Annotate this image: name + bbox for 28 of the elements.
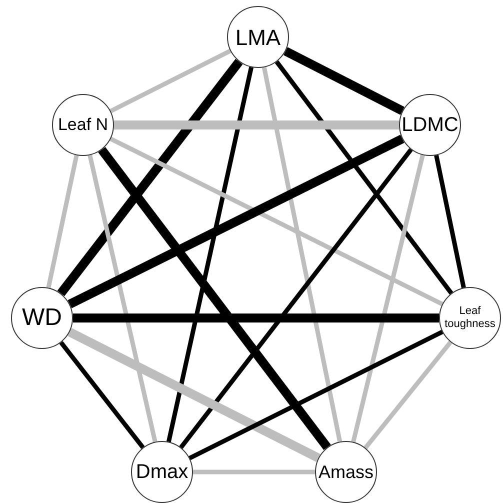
thick-connector-line: [284, 47, 404, 115]
thick-connector-line: [114, 120, 399, 130]
connector-line: [179, 148, 413, 449]
node-label: Dmax: [136, 460, 188, 485]
node-label: Leaf N: [58, 114, 108, 136]
connector-line: [351, 154, 425, 442]
connector-line: [364, 340, 452, 450]
connector-line: [434, 154, 466, 288]
connector-line: [110, 48, 232, 114]
thick-connector-line: [73, 314, 439, 322]
connector-line: [88, 154, 158, 442]
thick-connector-line: [98, 146, 331, 450]
thick-connector-line: [68, 134, 404, 308]
connector-line: [166, 66, 254, 442]
node-label: WD: [22, 303, 62, 333]
connector-line: [193, 470, 315, 474]
node-label: Leaf toughness: [444, 305, 496, 331]
node-label: LMA: [235, 24, 281, 52]
node-label: Amass: [318, 460, 374, 484]
connector-line: [46, 154, 79, 288]
node-label: LDMC: [402, 113, 458, 138]
connector-line: [59, 341, 145, 449]
thick-connector-line: [68, 328, 320, 462]
connector-line: [274, 60, 454, 295]
connector-line: [110, 136, 444, 306]
connector-line: [188, 330, 444, 460]
thick-connector-line: [57, 58, 243, 296]
connector-line: [262, 66, 342, 442]
